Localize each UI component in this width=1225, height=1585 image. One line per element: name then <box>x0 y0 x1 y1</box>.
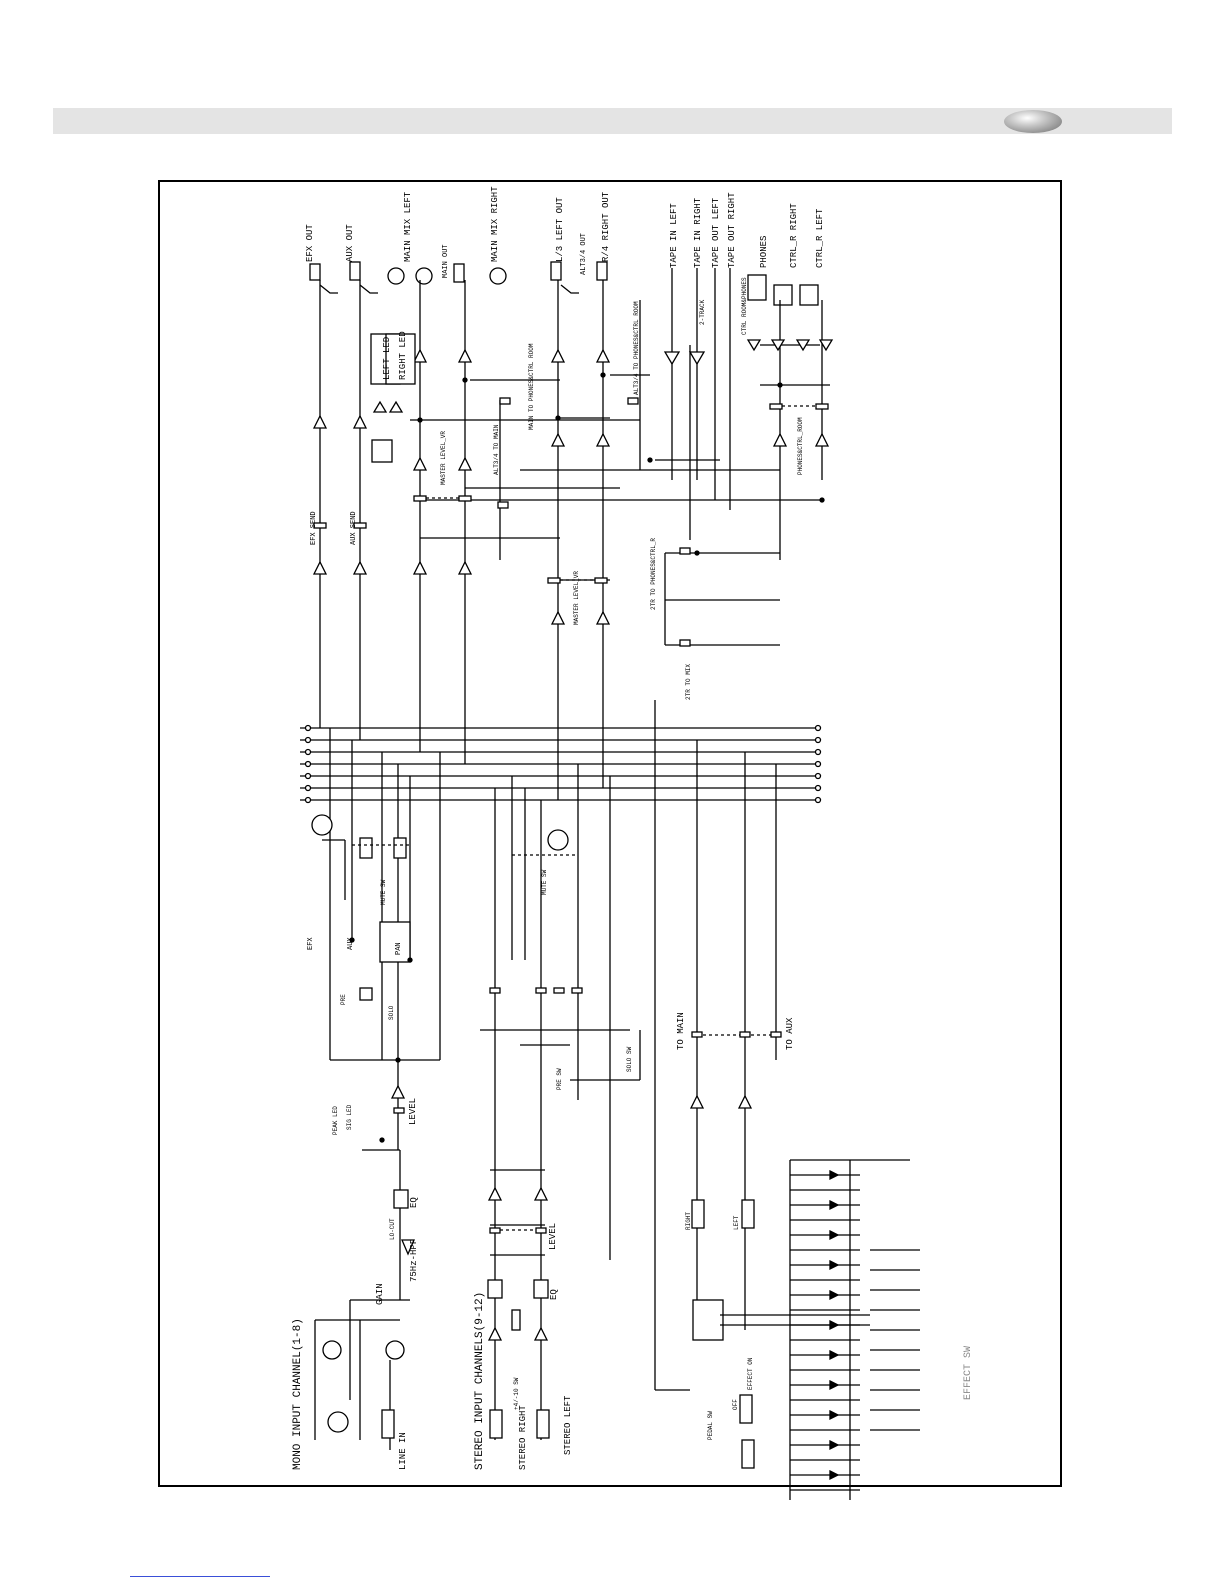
label-stereo-right: STEREO RIGHT <box>518 1405 528 1470</box>
label-level: LEVEL <box>408 1098 418 1125</box>
label-aux-out: AUX OUT <box>345 224 355 262</box>
label-mono-input: MONO INPUT CHANNEL(1-8) <box>292 1318 304 1470</box>
label-alt34-to-main: ALT3/4 TO MAIN <box>493 424 500 475</box>
label-ctrl-r-left: CTRL_R LEFT <box>815 208 825 268</box>
label-aux-send: AUX SEND <box>350 511 358 545</box>
label-tape-in-right: TAPE IN RIGHT <box>693 197 703 268</box>
label-line-in: LINE IN <box>398 1432 408 1470</box>
label-efx-out: EFX OUT <box>305 224 315 262</box>
label-hpf: 75Hz-HPF <box>409 1239 419 1282</box>
schematic-frame <box>158 180 1062 1487</box>
label-two-track: 2-TRACK <box>699 299 706 325</box>
label-left: LEFT <box>733 1215 740 1230</box>
label-sw-4-10: +4/-10 SW <box>513 1377 520 1410</box>
label-left-led: LEFT LED <box>382 337 392 380</box>
label-r4-right-out: R/4 RIGHT OUT <box>601 191 611 262</box>
header-badge-icon <box>1004 110 1062 133</box>
effect-section <box>654 700 920 1500</box>
label-ctrl-r-right: CTRL_R RIGHT <box>789 203 799 268</box>
label-sig-led: SIG LED <box>346 1104 353 1130</box>
label-peak-led: PEAK LED <box>332 1106 339 1135</box>
label-aux: AUX <box>347 937 355 950</box>
label-efx-send: EFX SEND <box>310 511 318 545</box>
label-to-main: TO MAIN <box>676 1012 686 1050</box>
label-pre-sw: PRE SW <box>556 1068 563 1090</box>
label-off: OFF <box>732 1399 739 1410</box>
label-two-tr-to-mix: 2TR TO MIX <box>685 664 692 700</box>
label-effect-sw: EFFECT SW <box>963 1346 974 1400</box>
label-pedal-sw: PEDAL SW <box>707 1411 714 1440</box>
label-solo: SOLO <box>388 1005 395 1020</box>
label-lo-cut: LO-CUT <box>389 1218 396 1240</box>
label-effect-on: EFFECT ON <box>747 1357 754 1390</box>
label-efx: EFX <box>307 937 315 950</box>
label-alt34-out: ALT3/4 OUT <box>580 233 588 275</box>
label-pan: PAN <box>395 942 403 955</box>
label-ctrl-room-phones: CTRL ROOM&PHONES <box>741 277 748 335</box>
label-to-aux: TO AUX <box>785 1017 795 1050</box>
label-stereo-input: STEREO INPUT CHANNELS(9-12) <box>474 1292 486 1470</box>
label-tape-in-left: TAPE IN LEFT <box>669 203 679 268</box>
mono-channel <box>311 728 569 1450</box>
output-section <box>309 261 834 800</box>
label-two-tr-to-phones: 2TR TO PHONES&CTRL_R <box>650 538 657 610</box>
label-mute-sw-2: MUTE SW <box>541 869 548 895</box>
mix-buses <box>300 724 822 804</box>
label-alt34-to-phones: ALT3/4 TO PHONES&CTRL ROOM <box>633 301 640 395</box>
label-right: RIGHT <box>685 1212 692 1230</box>
label-eq: EQ <box>409 1197 419 1208</box>
label-tape-out-right: TAPE OUT RIGHT <box>727 192 737 268</box>
label-pre: PRE <box>340 994 347 1005</box>
label-master-level-vr: MASTER LEVEL_VR <box>440 431 447 485</box>
label-mute-sw: MUTE SW <box>380 879 387 905</box>
footer-link-underline[interactable] <box>130 1576 270 1577</box>
label-master-level-vr-2: MASTER LEVEL_VR <box>573 571 580 625</box>
label-main-mix-right: MAIN MIX RIGHT <box>490 186 500 262</box>
label-main-to-phones: MAIN TO PHONES&CTRL ROOM <box>528 343 535 430</box>
label-phones-ctrl-room: PHONES&CTRL_ROOM <box>797 417 804 475</box>
label-l3-left-out: L/3 LEFT OUT <box>555 197 565 262</box>
label-solo-sw: SOLO SW <box>626 1046 633 1072</box>
label-level-2: LEVEL <box>548 1223 558 1250</box>
label-right-led: RIGHT LED <box>398 331 408 380</box>
label-eq-2: EQ <box>549 1289 559 1300</box>
label-gain: GAIN <box>375 1283 385 1305</box>
label-stereo-left: STEREO LEFT <box>563 1395 573 1455</box>
label-main-out: MAIN OUT <box>442 244 450 278</box>
label-main-mix-left: MAIN MIX LEFT <box>403 191 413 262</box>
header-bar <box>53 108 1172 134</box>
label-tape-out-left: TAPE OUT LEFT <box>711 197 721 268</box>
stereo-channel <box>480 764 641 1440</box>
label-phones: PHONES <box>759 236 769 268</box>
